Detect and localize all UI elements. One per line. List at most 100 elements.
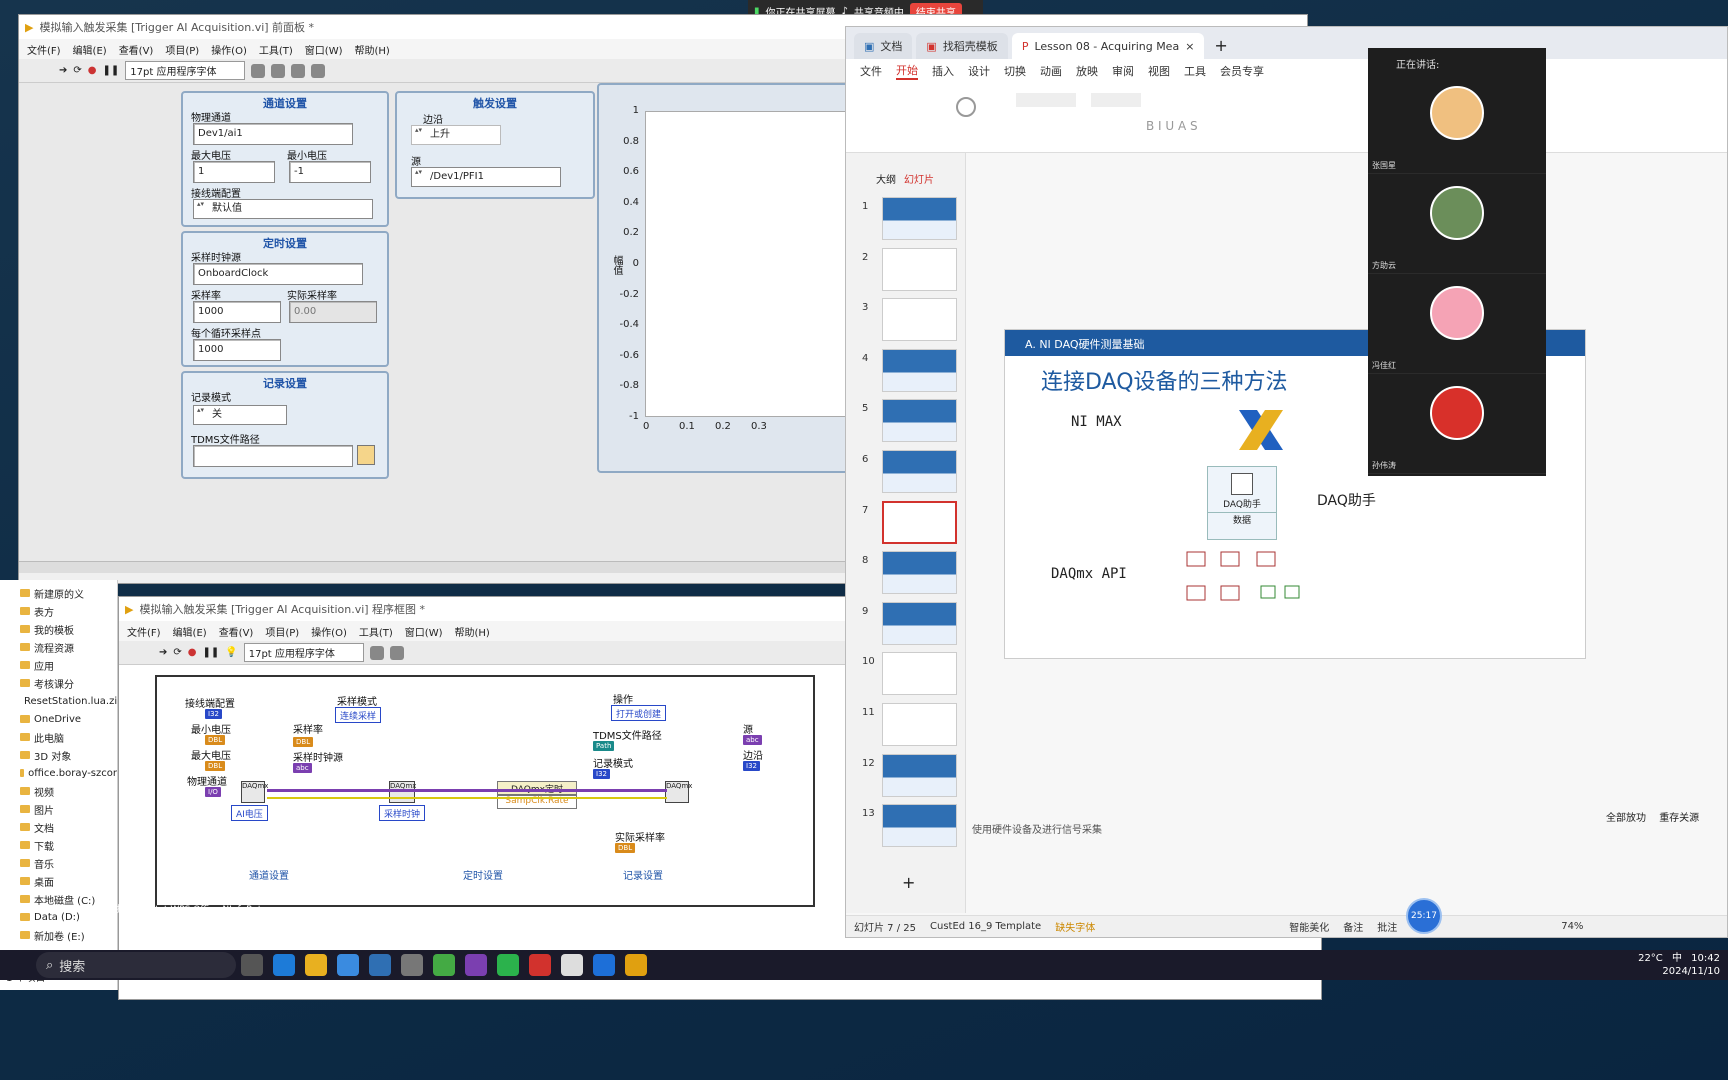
daqmx-logging-node[interactable]: DAQmx [665,781,692,803]
participant-tile[interactable]: 孙伟涛 [1368,374,1546,474]
slideshow-all-button[interactable]: 全部放功 [1606,813,1646,824]
taskbar-search-box[interactable]: ⌕搜索 [36,952,236,978]
explorer-item[interactable]: ResetStation.lua.zi [0,692,117,710]
sample-clock-control[interactable]: OnboardClock [193,263,363,285]
slide-thumbnail[interactable] [882,197,957,240]
visual-studio-icon[interactable] [465,954,487,976]
weather-status[interactable]: 22°C [1638,953,1663,964]
slide-thumbnail[interactable] [882,500,957,544]
explorer-item[interactable]: 表方 [0,602,117,620]
explorer-item[interactable]: 视频 [0,782,117,800]
bd-menu-tools[interactable]: 工具(T) [358,627,393,639]
meeting-app-icon[interactable] [593,954,615,976]
qq-icon[interactable] [561,954,583,976]
menu-operate[interactable]: 操作(O) [211,45,247,57]
explorer-item[interactable]: 应用 [0,656,117,674]
terminal-sample-clock[interactable]: abc [293,763,312,773]
highlight-icon[interactable]: 💡 [225,647,238,658]
bd-abort-icon[interactable]: ● [187,647,197,658]
font-selector[interactable]: 17pt 应用程序字体 [125,61,246,80]
explorer-item[interactable]: 下载 [0,836,117,854]
wps-menu-member[interactable]: 会员专享 [1220,65,1264,78]
slideshow-save-button[interactable]: 重存关源 [1659,813,1700,824]
close-tab-icon[interactable]: × [1185,39,1195,53]
wps-menu-home[interactable]: 开始 [896,62,918,80]
menu-view[interactable]: 查看(V) [118,45,154,57]
labview-taskbar-icon[interactable] [625,954,647,976]
bd-run-continuous-icon[interactable]: ⟳ [173,647,182,658]
slides-tab[interactable]: 幻灯片 [904,175,934,186]
explorer-item[interactable]: 此电脑 [0,728,117,746]
ime-indicator[interactable]: 中 [1671,953,1682,964]
chrome-icon[interactable] [433,954,455,976]
participant-tile[interactable]: 方助云 [1368,174,1546,274]
sample-clock-selector[interactable]: 采样时钟 [379,805,426,821]
terminal-sample-rate[interactable]: DBL [293,737,314,747]
slide-thumbnail[interactable] [882,247,957,291]
wps-menu-animation[interactable]: 动画 [1040,65,1062,78]
bd-font-selector[interactable]: 17pt 应用程序字体 [243,643,364,662]
tdms-path-control[interactable] [193,445,353,467]
smart-beautify-button[interactable]: 智能美化 [1289,923,1330,934]
slide-thumbnail[interactable] [882,703,957,746]
missing-font-indicator[interactable]: 缺失字体 [1055,923,1096,934]
store-icon[interactable] [337,954,359,976]
bd-cleanup-icon[interactable] [389,645,404,660]
explorer-item[interactable]: 流程资源 [0,638,117,656]
max-voltage-control[interactable]: 1 [193,161,275,183]
outline-tab[interactable]: 大纲 [876,175,896,186]
terminal-actual-rate[interactable]: DBL [615,843,636,853]
explorer-item[interactable]: 文档 [0,818,117,836]
distribute-icon[interactable] [271,63,286,78]
bd-pause-icon[interactable]: ❚❚ [202,647,220,658]
slide-thumbnail[interactable] [882,652,957,696]
pause-icon[interactable]: ❚❚ [102,65,120,76]
sample-rate-control[interactable]: 1000 [193,301,281,323]
terminal-trigger-source[interactable]: abc [743,735,762,745]
wps-menu-slideshow[interactable]: 放映 [1076,65,1098,78]
slide-thumbnail[interactable] [882,450,957,493]
terminal-trigger-edge[interactable]: I32 [743,761,760,771]
wechat-icon[interactable] [497,954,519,976]
run-icon[interactable]: ➔ [59,65,68,76]
terminal-tdms-path[interactable]: Path [593,741,615,751]
run-continuous-icon[interactable]: ⟳ [73,65,82,76]
wps-menu-review[interactable]: 审阅 [1112,65,1134,78]
menu-edit[interactable]: 编辑(E) [72,45,107,57]
explorer-item[interactable]: 考核课分 [0,674,117,692]
tab-docer-templates[interactable]: ▣找稻壳模板 [916,33,1008,59]
calculator-icon[interactable] [401,954,423,976]
explorer-item[interactable]: 桌面 [0,872,117,890]
slide-thumbnail[interactable] [882,804,957,848]
new-slide-button[interactable] [1016,93,1076,107]
wps-menu-transition[interactable]: 切换 [1004,65,1026,78]
explorer-item[interactable]: 3D 对象 [0,746,117,764]
bd-menu-project[interactable]: 项目(P) [265,627,300,639]
font-style-icons[interactable]: B I U A S [1146,119,1198,133]
zoom-level[interactable]: 74% [1561,921,1584,932]
wps-menu-view[interactable]: 视图 [1148,65,1170,78]
explorer-item[interactable]: 图片 [0,800,117,818]
file-explorer-icon[interactable] [305,954,327,976]
explorer-item[interactable]: OneDrive [0,710,117,728]
menu-tools[interactable]: 工具(T) [258,45,293,57]
explorer-item[interactable]: 新加卷 (E:) [0,926,117,944]
terminal-min-voltage[interactable]: DBL [205,735,226,745]
reorder-icon[interactable] [311,63,326,78]
daqmx-create-channel-node[interactable]: DAQmx [241,781,268,803]
slide-notes[interactable]: 使用硬件设备及进行信号采集 [972,825,1102,836]
daqmx-timing-node[interactable]: DAQmx [389,781,416,803]
participant-tile[interactable]: 冯佳红 [1368,274,1546,374]
explorer-item[interactable]: 新建原的义 [0,584,117,602]
ai-voltage-selector[interactable]: AI电压 [231,805,268,821]
explorer-item[interactable]: 音乐 [0,854,117,872]
clock-time[interactable]: 10:42 [1691,953,1720,964]
play-from-current-icon[interactable] [956,97,976,117]
bd-menu-help[interactable]: 帮助(H) [454,627,490,639]
clock-date[interactable]: 2024/11/10 [1662,966,1720,977]
slide-thumbnail[interactable] [882,399,957,443]
block-diagram-canvas[interactable]: 接线端配置 I32 最小电压 DBL 最大电压 DBL 物理通道 I/O DAQ… [155,675,815,907]
slide-thumbnail[interactable] [882,298,957,342]
add-slide-icon[interactable]: + [902,873,916,892]
